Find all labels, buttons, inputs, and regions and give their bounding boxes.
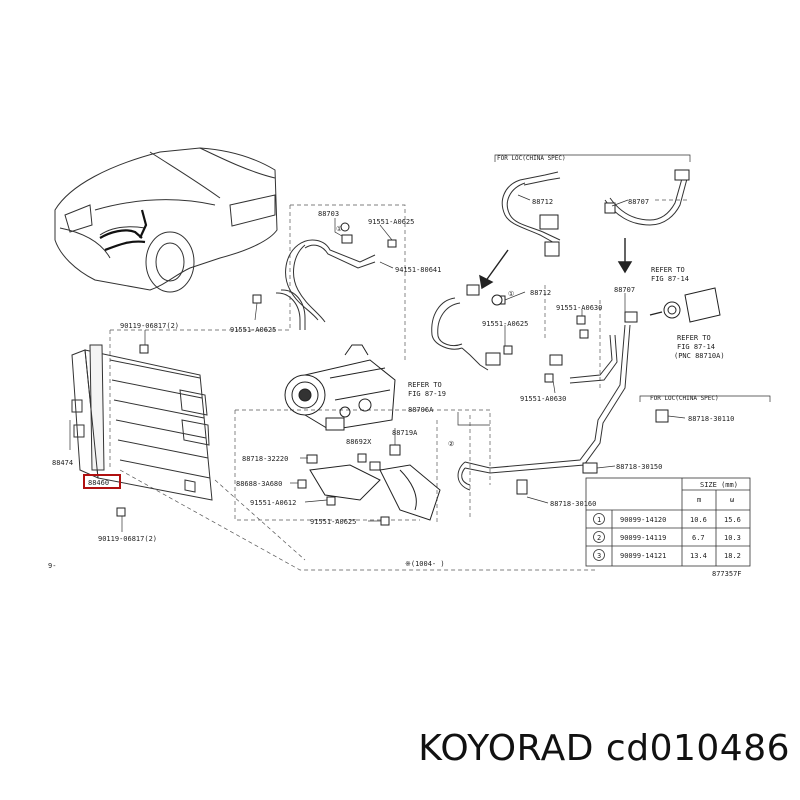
size-table-title: SIZE (mm)	[700, 481, 738, 489]
condenser	[71, 344, 213, 501]
footnote: ※(1004- )	[405, 560, 445, 568]
size-row-2-part: 90099-14119	[620, 534, 666, 542]
label-90119-bottom: 90119-06817(2)	[98, 535, 157, 543]
size-table	[585, 477, 751, 567]
size-row-3-a: 13.4	[690, 552, 707, 560]
refer-fig-87-19-line1: REFER TO	[408, 381, 442, 389]
label-88688-3a680: 88688-3A680	[236, 480, 282, 488]
china-spec-bracket	[494, 154, 771, 402]
fittings	[116, 169, 721, 526]
label-88718-30110: 88718-30110	[688, 415, 734, 423]
label-88718-32220: 88718-32220	[242, 455, 288, 463]
car-illustration	[54, 147, 278, 293]
size-row-1-b: 15.6	[724, 516, 741, 524]
size-row-2-no: 2	[597, 534, 601, 542]
size-table-text: SIZE (mm) m ω 1 90099-14120 10.6 15.6 2 …	[597, 481, 741, 560]
circle-marker-2: ②	[448, 440, 454, 448]
refer-fig-87-14b-line2: FIG 87-14	[677, 343, 715, 351]
refer-fig-87-19-line2: FIG 87-19	[408, 390, 446, 398]
part-labels: 88703 91551-A0625 94151-80641 90119-0681…	[48, 155, 742, 578]
refer-fig-87-14-line1: REFER TO	[651, 266, 685, 274]
label-94151-80641: 94151-80641	[395, 266, 441, 274]
car-ac-lines	[99, 209, 148, 252]
label-88719a: 88719A	[392, 429, 418, 437]
size-row-3-no: 3	[597, 552, 601, 560]
size-table-col-w: ω	[730, 496, 734, 504]
label-91551-a0612: 91551-A0612	[250, 499, 296, 507]
refer-fig-87-14-line2: FIG 87-14	[651, 275, 689, 283]
size-row-1-a: 10.6	[690, 516, 707, 524]
label-91551-a0625-mid: 91551-A0625	[482, 320, 528, 328]
diagram-id: 877357F	[712, 570, 742, 578]
size-row-2-b: 10.3	[724, 534, 741, 542]
size-row-1-part: 90099-14120	[620, 516, 666, 524]
label-88703: 88703	[318, 210, 339, 218]
size-row-3-b: 18.2	[724, 552, 741, 560]
label-88712-top: 88712	[532, 198, 553, 206]
label-88707-mid: 88707	[614, 286, 635, 294]
label-91551-a0630-b: 91551-A0630	[520, 395, 566, 403]
size-row-1-no: 1	[597, 516, 601, 524]
leader-lines	[69, 194, 686, 532]
page-marker: 9-	[48, 562, 56, 570]
label-91551-a0625-top: 91551-A0625	[368, 218, 414, 226]
size-row-2-a: 6.7	[692, 534, 705, 542]
highlight-88460	[83, 474, 121, 489]
size-table-col-m: m	[697, 496, 701, 504]
circle-marker-1a: ①	[336, 225, 342, 233]
label-for-china-spec: FOR LOC(CHINA SPEC)	[497, 155, 566, 162]
arrows	[479, 238, 663, 316]
label-88718-30160: 88718-30160	[550, 500, 596, 508]
label-91551-a0625-bottom: 91551-A0625	[310, 518, 356, 526]
label-88692x: 88692X	[346, 438, 372, 446]
label-for-china-spec-2: FOR LOC(CHINA SPEC)	[650, 395, 719, 402]
label-90119-top: 90119-06817(2)	[120, 322, 179, 330]
label-91551-a0625-left: 91551-A0625	[230, 326, 276, 334]
label-91551-a0630-a: 91551-A0630	[556, 304, 602, 312]
label-88706a: 88706A	[408, 406, 434, 414]
bracket-parts	[309, 464, 441, 521]
refer-fig-87-14b-line3: (PNC 88710A)	[674, 352, 725, 360]
label-88707-top: 88707	[628, 198, 649, 206]
compressor	[284, 344, 396, 431]
circle-marker-1b: ①	[508, 290, 514, 298]
size-row-3-part: 90099-14121	[620, 552, 666, 560]
refer-fig-87-14b-line1: REFER TO	[677, 334, 711, 342]
label-88718-30150: 88718-30150	[616, 463, 662, 471]
brand-caption: KOYORAD cd010486	[418, 728, 790, 769]
label-88474: 88474	[52, 459, 73, 467]
label-88460: 88460	[88, 479, 109, 487]
hoses	[275, 171, 689, 491]
dashed-frame	[109, 199, 690, 571]
label-88712-mid: 88712	[530, 289, 551, 297]
